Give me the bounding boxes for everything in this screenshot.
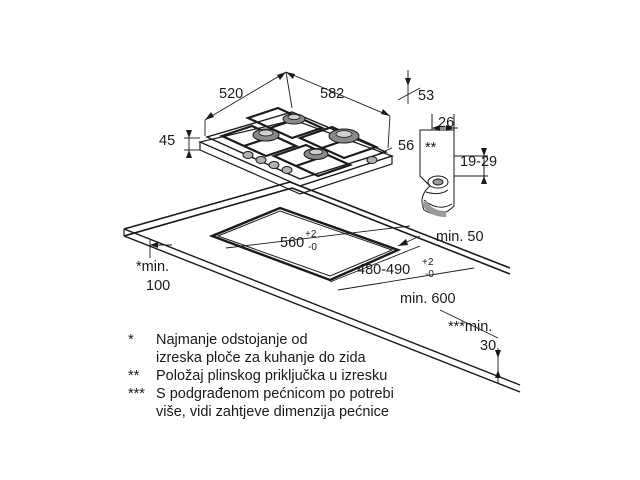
worktop-arrowheads [150, 239, 501, 378]
dim-min-back: min. 50 [436, 229, 484, 245]
dim-cutout-width-tol-top: +2 [305, 229, 317, 240]
footnote-row: * Najmanje odstojanje od [128, 331, 394, 349]
connector-marker: ** [425, 140, 437, 156]
dim-cutout-depth-main: 480-490 [357, 262, 410, 278]
dim-min-worktop: min. 600 [400, 291, 456, 307]
dim-cutout-width: 560 [280, 235, 304, 251]
dim-cutout-width-tol-bottom: -0 [308, 242, 317, 253]
dim-hob-width: 582 [320, 86, 344, 102]
footnote-mark [128, 349, 156, 367]
footnote-row: više, vidi zahtjeve dimenzija pećnice [128, 403, 394, 421]
worktop [123, 181, 521, 393]
burners [252, 113, 360, 160]
dim-min-side-value: 100 [146, 278, 170, 294]
hob-cutout [208, 206, 402, 282]
footnote-mark [128, 403, 156, 421]
footnote-row: ** Položaj plinskog priključka u izresku [128, 367, 394, 385]
dim-connector-offset: 26 [438, 115, 454, 131]
hob-arrowheads [186, 72, 411, 158]
dim-connector-height: 19-29 [460, 154, 497, 170]
dim-hob-depth: 520 [219, 86, 243, 102]
footnote-text: više, vidi zahtjeve dimenzija pećnice [156, 404, 389, 420]
footnote-row: izreska ploče za kuhanje do zida [128, 349, 394, 367]
hob-dimension-lines [184, 70, 421, 158]
gas-connector-detail [419, 114, 488, 217]
footnote-text: Najmanje odstojanje od [156, 332, 308, 348]
dim-min-side-label: *min. [136, 259, 169, 275]
control-knobs [242, 151, 378, 174]
dim-min-oven-label: ***min. [448, 319, 492, 335]
dim-hob-height: 45 [159, 133, 175, 149]
dim-cutout-depth-tol-bottom: -0 [425, 269, 434, 280]
dim-cutout-depth: 480-490 [357, 262, 410, 278]
dim-hob-edge-right: 56 [398, 138, 414, 154]
footnote-mark: ** [128, 368, 140, 384]
footnote-text: S podgrađenom pećnicom po potrebi [156, 386, 394, 402]
footnote-text: izreska ploče za kuhanje do zida [156, 350, 366, 366]
footnotes: * Najmanje odstojanje od izreska ploče z… [128, 331, 394, 421]
dim-min-oven-value: 30 [480, 338, 496, 354]
connector-arrowheads [432, 125, 487, 184]
dim-hob-edge-depth: 53 [418, 88, 434, 104]
footnote-mark: * [128, 332, 134, 348]
footnote-text: Položaj plinskog priključka u izresku [156, 368, 388, 384]
dim-cutout-depth-tol-top: +2 [422, 257, 434, 268]
footnote-mark: *** [128, 386, 145, 402]
dim-cutout-width-main: 560 [280, 235, 304, 251]
footnote-row: *** S podgrađenom pećnicom po potrebi [128, 385, 394, 403]
hob-drawing [198, 106, 394, 195]
